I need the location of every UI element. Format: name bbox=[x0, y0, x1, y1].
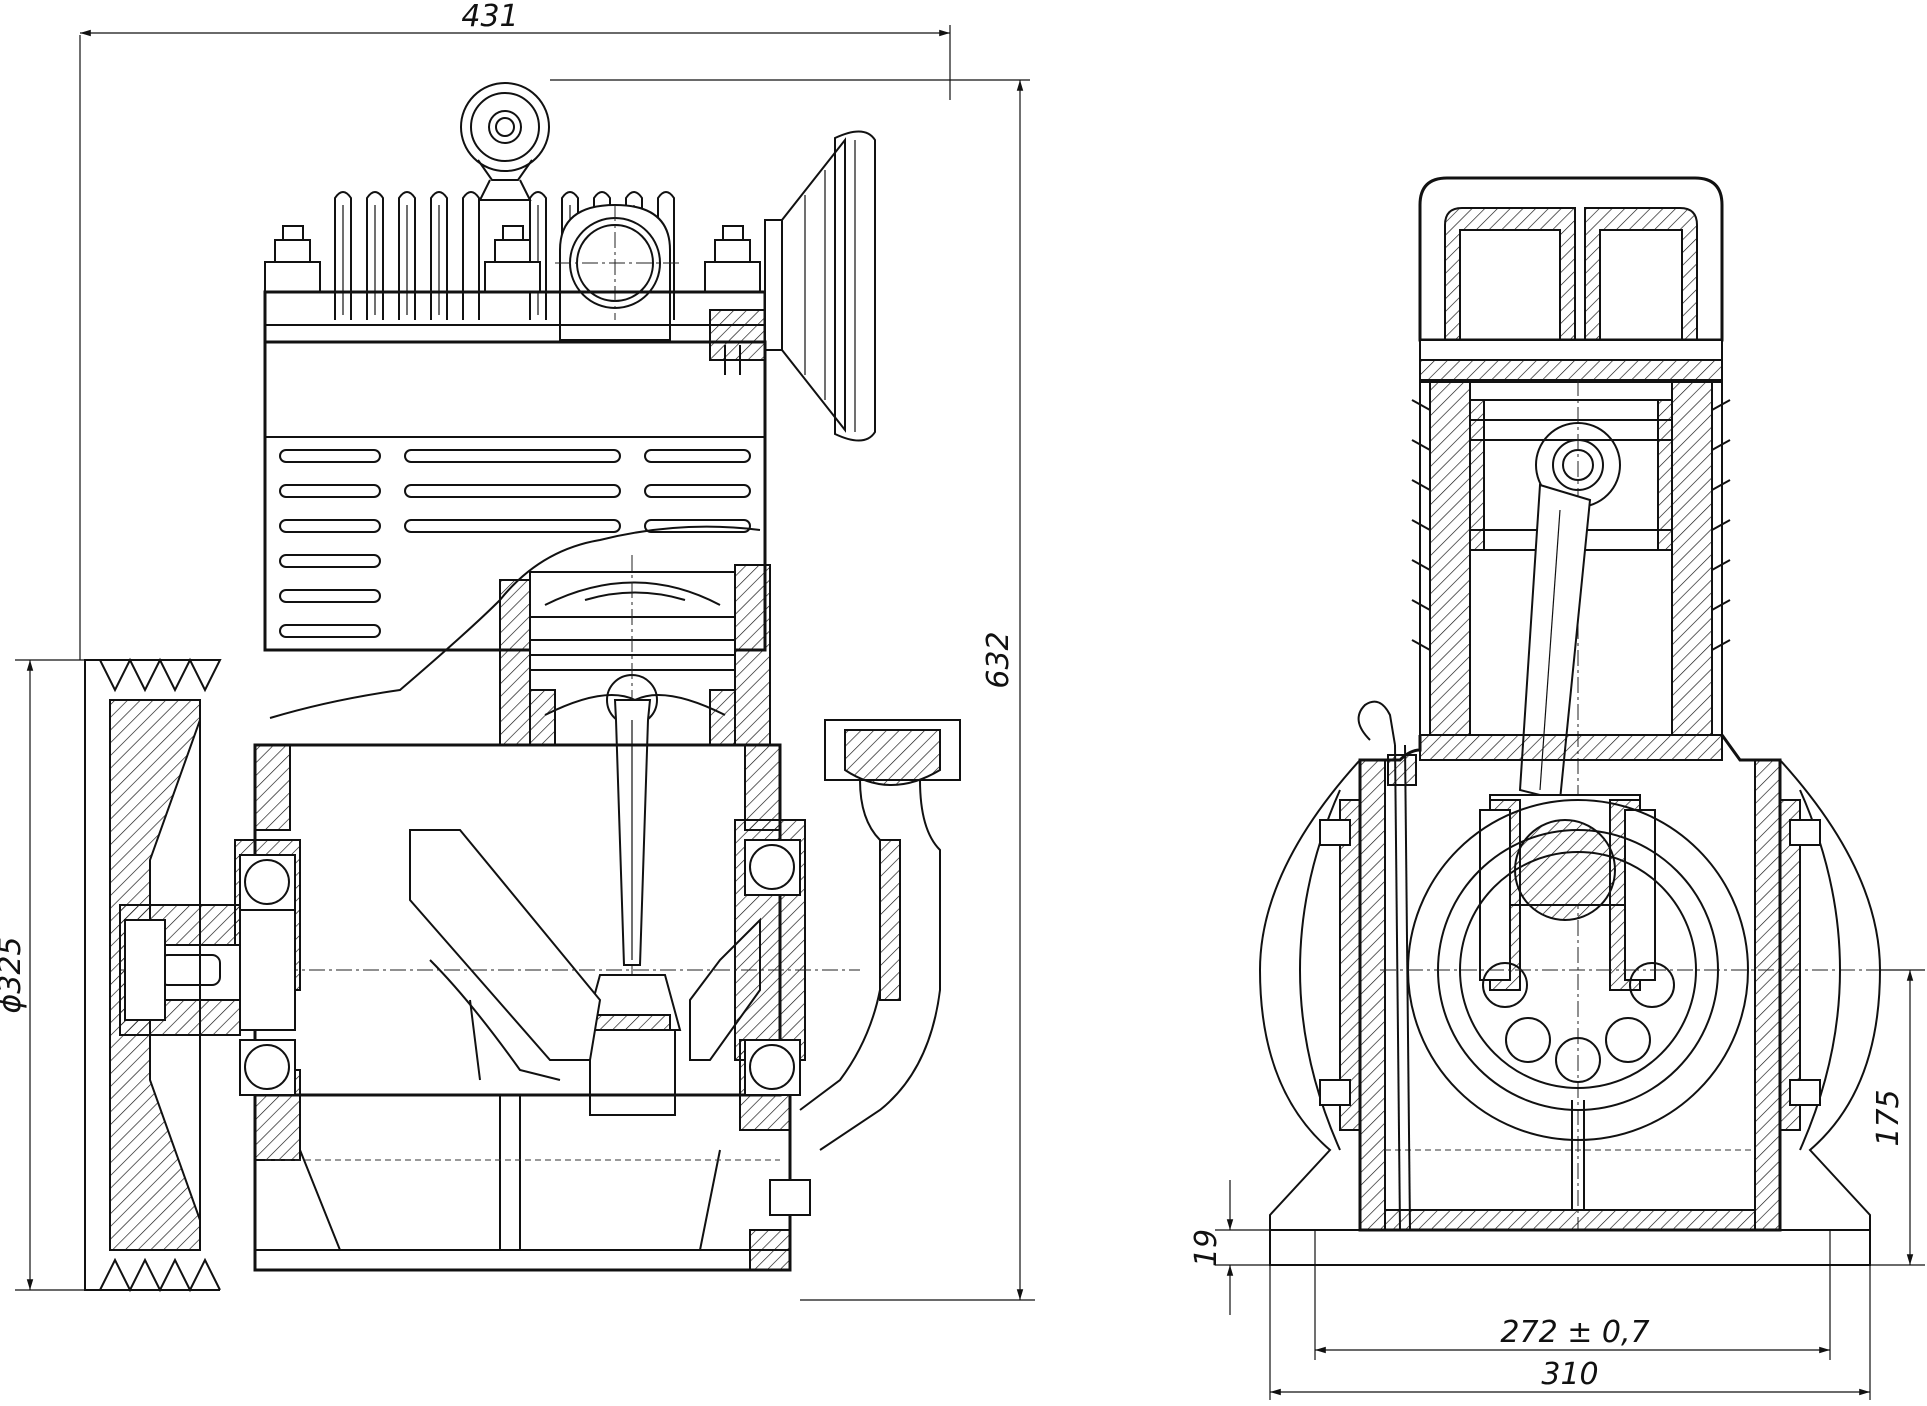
crankshaft bbox=[409, 829, 761, 1081]
dimension-overall-height: 632 bbox=[550, 79, 1035, 1301]
dimension-label-632: 632 bbox=[981, 631, 1016, 688]
cooling-fan bbox=[764, 130, 876, 442]
dimension-base-thickness: 19 bbox=[1189, 1180, 1270, 1315]
head-cross-section bbox=[1418, 176, 1724, 383]
lifting-eye bbox=[460, 82, 550, 201]
oil-dipstick bbox=[1357, 700, 1417, 1231]
dimension-label-175: 175 bbox=[1871, 1089, 1906, 1146]
dimension-label-19: 19 bbox=[1189, 1229, 1224, 1267]
dimension-label-310: 310 bbox=[1541, 1357, 1598, 1392]
connecting-rod-transverse bbox=[1479, 483, 1656, 991]
cylinder-cutaway bbox=[499, 555, 771, 1075]
head-bolts bbox=[264, 225, 761, 293]
relief-valve bbox=[709, 309, 766, 375]
dimension-pulley-diameter: ϕ325 bbox=[0, 659, 85, 1291]
dimension-hole-spacing: 272 ± 0,7 bbox=[1314, 1230, 1831, 1360]
dimension-base-width: 310 bbox=[1269, 1265, 1871, 1400]
transverse-section-view: 175 19 272 ± 0,7 310 bbox=[1189, 176, 1925, 1400]
dimension-label-272: 272 ± 0,7 bbox=[1500, 1315, 1649, 1350]
dimension-label-pulley-diameter: ϕ325 bbox=[0, 936, 28, 1013]
dimension-label-431: 431 bbox=[461, 0, 518, 34]
dimension-overall-width: 431 bbox=[79, 0, 951, 660]
connecting-rod bbox=[583, 699, 682, 1116]
cylinder-head-plate bbox=[263, 290, 767, 344]
longitudinal-section-view: 431 632 ϕ325 bbox=[0, 0, 1035, 1301]
dimension-shaft-height: 175 bbox=[1870, 969, 1925, 1266]
oil-filler bbox=[799, 719, 961, 1151]
mounting-flange bbox=[1258, 759, 1882, 1266]
v-belt-pulley bbox=[84, 657, 222, 1293]
discharge-port-boss bbox=[555, 203, 680, 341]
